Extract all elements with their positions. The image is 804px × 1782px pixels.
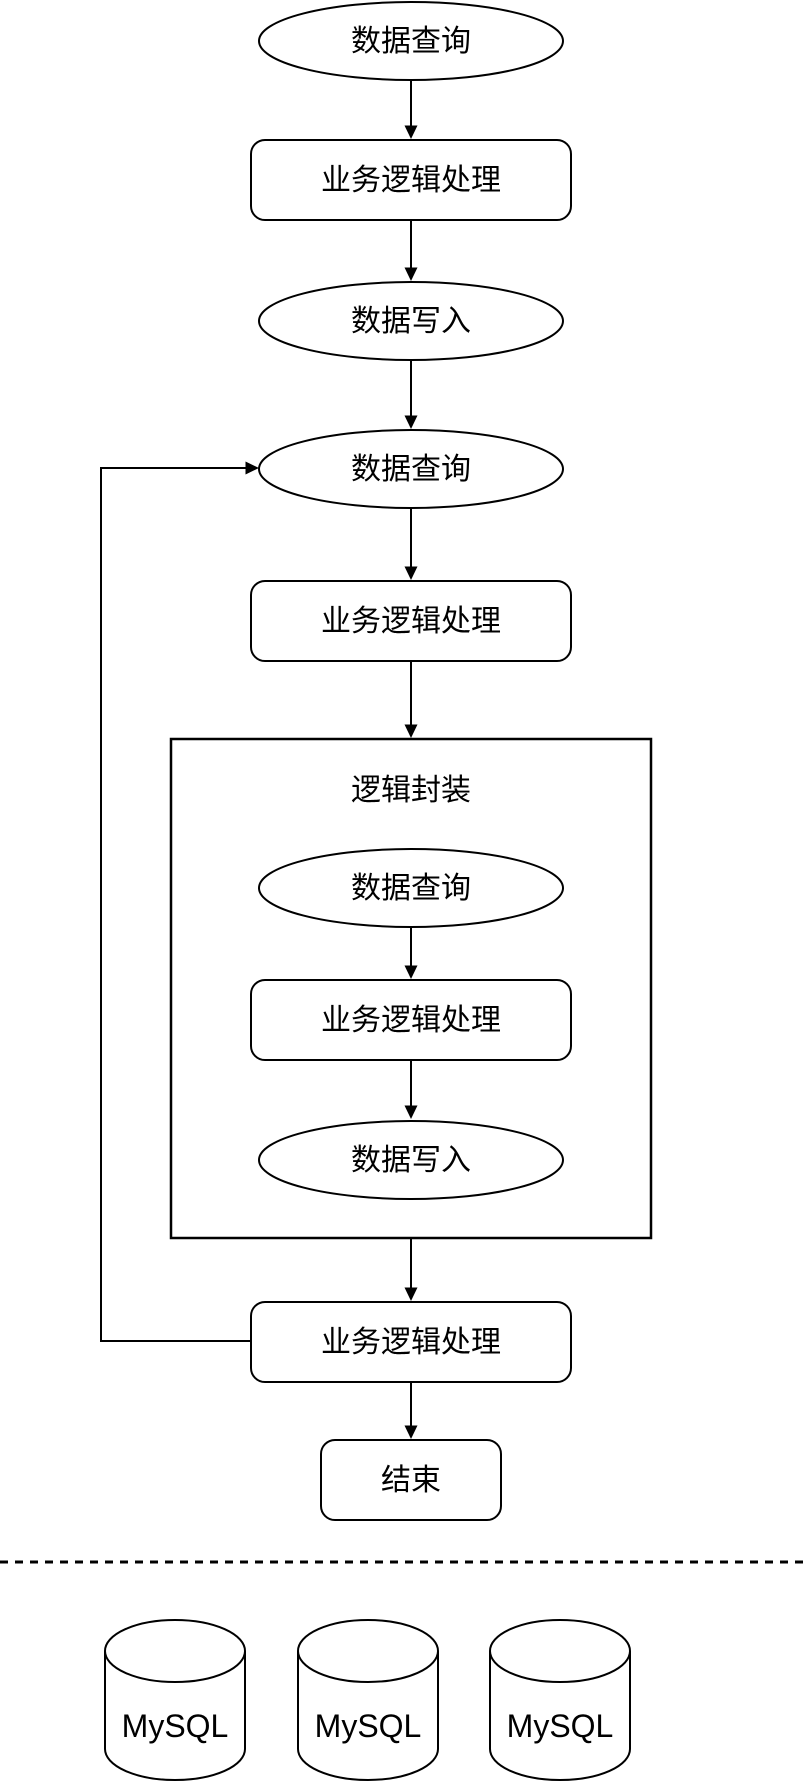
node-end: 结束: [320, 1439, 502, 1521]
node-process-top: 业务逻辑处理: [250, 139, 572, 221]
node-process-top-label: 业务逻辑处理: [321, 163, 501, 198]
arrow-group-query-to-group-process: [404, 927, 418, 979]
arrow-process-top-to-write-top: [404, 220, 418, 281]
arrowhead-down-icon: [404, 724, 418, 738]
database-cylinder-top: [489, 1619, 631, 1683]
node-query-loop: 数据查询: [258, 429, 564, 509]
arrowhead-down-icon: [404, 1105, 418, 1119]
node-end-label: 结束: [381, 1463, 441, 1498]
node-process-mid: 业务逻辑处理: [250, 580, 572, 662]
node-process-mid-label: 业务逻辑处理: [321, 604, 501, 639]
node-group-write: 数据写入: [258, 1120, 564, 1200]
node-query-top: 数据查询: [258, 1, 564, 81]
arrowhead-down-icon: [404, 267, 418, 281]
arrowhead-down-icon: [404, 415, 418, 429]
node-group-query-label: 数据查询: [351, 871, 471, 906]
arrow-process-bottom-to-end: [404, 1382, 418, 1439]
arrowhead-down-icon: [404, 125, 418, 139]
node-write-top-label: 数据写入: [351, 304, 471, 339]
arrow-group-process-to-group-write: [404, 1060, 418, 1119]
database-label: MySQL: [507, 1708, 614, 1744]
arrow-query-loop-to-process-mid: [404, 508, 418, 580]
loop-back-arrow: [100, 461, 259, 1342]
arrow-process-mid-to-logic-group: [404, 661, 418, 738]
arrow-query-top-to-process-top: [404, 80, 418, 139]
arrow-logic-group-to-process-bottom: [404, 1238, 418, 1301]
node-process-bottom-label: 业务逻辑处理: [321, 1325, 501, 1360]
arrowhead-down-icon: [404, 1287, 418, 1301]
database-cylinder-top: [297, 1619, 439, 1683]
node-group-process: 业务逻辑处理: [250, 979, 572, 1061]
arrowhead-down-icon: [404, 1425, 418, 1439]
database-label: MySQL: [315, 1708, 422, 1744]
arrow-write-top-to-query-loop: [404, 360, 418, 429]
database-cylinder-body: [104, 1651, 246, 1781]
node-group-process-label: 业务逻辑处理: [321, 1003, 501, 1038]
arrowhead-down-icon: [404, 566, 418, 580]
node-process-bottom: 业务逻辑处理: [250, 1301, 572, 1383]
database-cylinder-1: MySQL: [104, 1619, 246, 1781]
node-query-loop-label: 数据查询: [351, 452, 471, 487]
database-cylinder-top: [104, 1619, 246, 1683]
node-group-query: 数据查询: [258, 848, 564, 928]
node-logic-group-label: 逻辑封装: [351, 773, 471, 808]
node-group-write-label: 数据写入: [351, 1143, 471, 1178]
node-query-top-label: 数据查询: [351, 24, 471, 59]
arrowhead-down-icon: [404, 965, 418, 979]
database-cylinder-body: [489, 1651, 631, 1781]
database-cylinder-body: [297, 1651, 439, 1781]
database-label: MySQL: [122, 1708, 229, 1744]
node-write-top: 数据写入: [258, 281, 564, 361]
database-cylinder-2: MySQL: [297, 1619, 439, 1781]
arrowhead-right-icon: [245, 461, 259, 475]
database-cylinder-3: MySQL: [489, 1619, 631, 1781]
node-logic-group: 逻辑封装: [169, 737, 653, 1240]
